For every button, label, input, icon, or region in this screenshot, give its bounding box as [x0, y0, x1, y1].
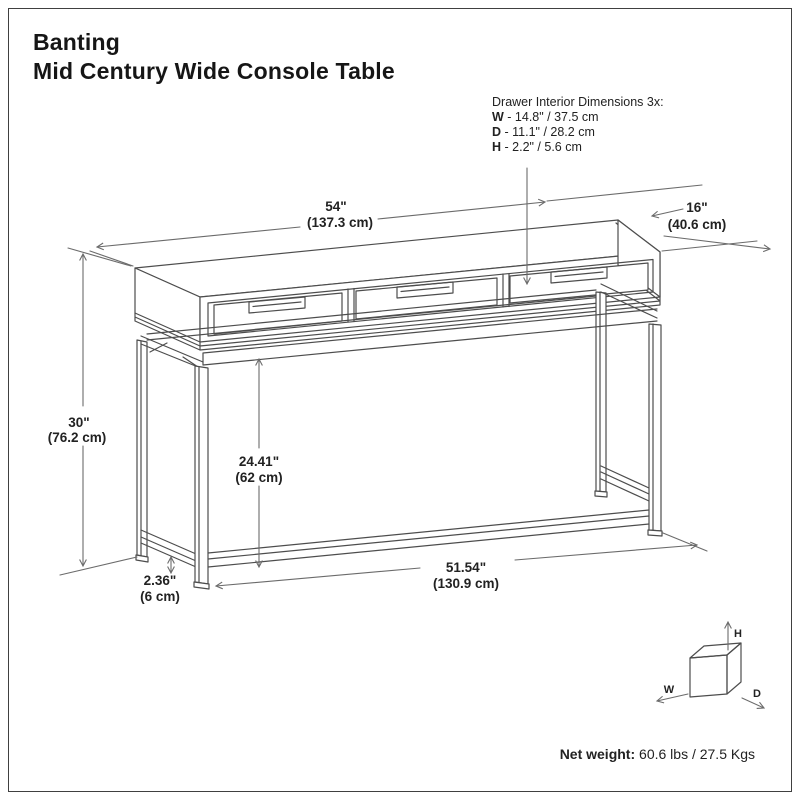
depth-arrow-lower	[663, 235, 772, 253]
dim-width: 54" (137.3 cm)	[89, 184, 703, 267]
page-title: Banting Mid Century Wide Console Table	[33, 28, 395, 86]
dim-base-width: 51.54" (130.9 cm)	[214, 532, 708, 591]
cube-front-face	[689, 654, 728, 698]
base-width-line-left	[214, 567, 421, 590]
callout-row-height: H - 2.2" / 5.6 cm	[492, 140, 664, 155]
left-side-apron	[140, 335, 204, 370]
back-left-foot	[135, 554, 149, 563]
back-left-leg	[135, 339, 149, 563]
front-right-foot	[647, 529, 663, 537]
net-weight-label: Net weight:	[559, 746, 636, 762]
callout-value-w: - 14.8" / 37.5 cm	[503, 110, 599, 124]
width-label-inches: 54"	[325, 199, 346, 214]
callout-key-h: H	[492, 140, 502, 154]
callout-row-depth: D - 11.1" / 28.2 cm	[492, 125, 664, 140]
height-label-inches: 30"	[68, 415, 89, 430]
base-width-line-right	[514, 541, 699, 561]
cube-d-arrow	[741, 697, 766, 709]
drawer-divider-2	[502, 272, 510, 308]
base-width-label-inches: 51.54"	[446, 560, 486, 575]
front-right-leg-tube	[648, 323, 662, 532]
drawer-1-handle-icon	[248, 296, 306, 314]
dim-depth: 16" (40.6 cm)	[650, 200, 772, 253]
callout-value-d: - 11.1" / 28.2 cm	[501, 125, 595, 139]
right-side-apron	[600, 283, 658, 319]
width-dim-line-right	[377, 198, 547, 220]
drawer-interior-callout: Drawer Interior Dimensions 3x: W - 14.8"…	[492, 95, 664, 155]
width-extension-line	[89, 250, 134, 267]
height-extension-top	[67, 247, 132, 267]
axis-cube-icon: H W D	[655, 620, 766, 709]
depth-label-inches: 16"	[686, 200, 707, 215]
base-width-label-cm: (130.9 cm)	[433, 576, 499, 591]
front-right-leg	[647, 323, 663, 537]
back-right-leg-tube	[595, 291, 607, 493]
front-left-leg	[193, 365, 210, 590]
drawer-3-handle-icon	[550, 266, 608, 284]
cube-top-face	[689, 642, 742, 659]
width-dim-line-left	[95, 226, 301, 251]
cube-w-arrow	[655, 693, 689, 704]
product-description: Mid Century Wide Console Table	[33, 58, 395, 84]
stretcher-label-cm: (6 cm)	[140, 589, 180, 604]
drawer-3	[509, 262, 649, 304]
base-width-extension	[662, 532, 708, 552]
front-stretcher	[207, 509, 650, 568]
depth-extension-line	[661, 240, 758, 252]
drawer-2-handle-icon	[396, 281, 454, 299]
drawer-divider-1	[347, 287, 355, 323]
right-side-stretcher	[600, 465, 650, 502]
drawer-frame-border	[207, 258, 654, 337]
product-name: Banting	[33, 29, 120, 55]
dim-stretcher-height: 2.36" (6 cm)	[140, 555, 180, 604]
depth-label-cm: (40.6 cm)	[668, 217, 727, 232]
interior-label-inches: 24.41"	[239, 454, 279, 469]
front-left-foot	[193, 581, 210, 590]
corner-gusset-front-left	[182, 356, 199, 368]
front-apron-rail	[202, 308, 658, 366]
callout-row-width: W - 14.8" / 37.5 cm	[492, 110, 664, 125]
base-frame	[135, 283, 663, 590]
back-left-leg-tube	[136, 339, 148, 558]
stretcher-label-inches: 2.36"	[144, 573, 177, 588]
height-extension-bottom	[59, 556, 138, 576]
front-left-leg-tube	[194, 365, 209, 585]
left-side-stretcher	[140, 529, 204, 571]
callout-value-h: - 2.2" / 5.6 cm	[501, 140, 582, 154]
back-apron-rail	[146, 289, 597, 341]
tabletop-right-face	[617, 219, 661, 298]
corner-gusset-back-left	[149, 342, 168, 353]
cube-w-label: W	[664, 684, 675, 696]
net-weight: Net weight: 60.6 lbs / 27.5 Kgs	[560, 746, 755, 762]
net-weight-value: 60.6 lbs / 27.5 Kgs	[635, 746, 755, 762]
drawer-2	[355, 277, 498, 320]
dim-height: 30" (76.2 cm)	[48, 247, 138, 576]
cube-h-label: H	[734, 628, 742, 640]
callout-key-d: D	[492, 125, 502, 139]
dim-interior-height: 24.41" (62 cm)	[235, 357, 283, 569]
callout-key-w: W	[492, 110, 504, 124]
callout-heading: Drawer Interior Dimensions 3x:	[492, 95, 664, 109]
interior-label-cm: (62 cm)	[235, 470, 282, 485]
width-label-cm: (137.3 cm)	[307, 215, 373, 230]
back-right-foot	[594, 490, 608, 498]
width-dim-tail	[546, 184, 703, 202]
cube-right-face	[726, 642, 742, 695]
height-label-cm: (76.2 cm)	[48, 430, 107, 445]
cube-d-label: D	[753, 688, 761, 700]
depth-arrow-upper	[650, 208, 684, 219]
